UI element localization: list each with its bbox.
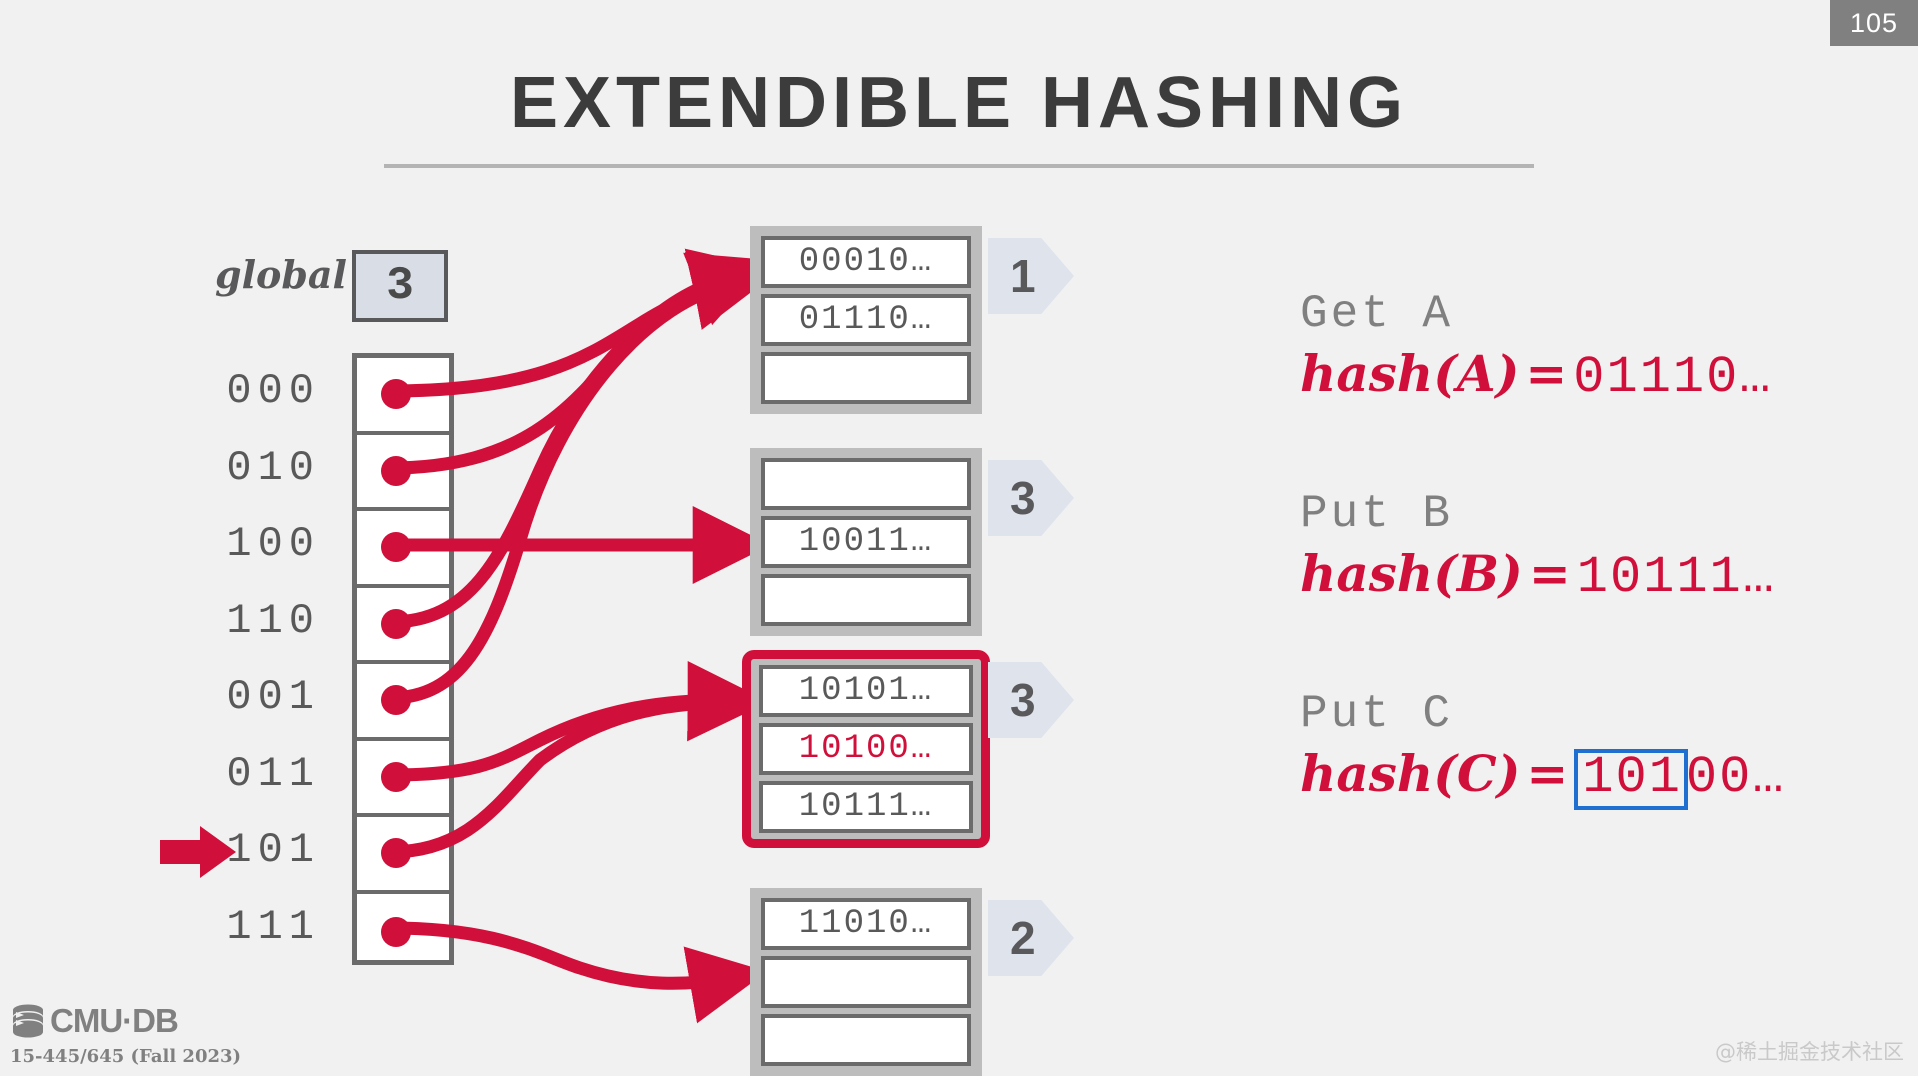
directory-pointer-dot [381, 608, 411, 639]
local-depth-badge: 3 [988, 460, 1074, 536]
bucket-slot[interactable] [761, 956, 971, 1008]
directory-pointer-dot [381, 761, 411, 792]
operation-command: Put C [1300, 688, 1454, 740]
directory-key-111: 111 [226, 902, 320, 951]
bucket-slot[interactable]: 10011… [761, 516, 971, 568]
operation-command: Get A [1300, 288, 1454, 340]
directory-key-001: 001 [226, 673, 320, 721]
global-depth-value: 3 [352, 250, 448, 322]
course-label: 15-445/645 (Fall 2023) [10, 1046, 242, 1067]
bucket-slot[interactable]: 11010… [761, 898, 971, 950]
hash-value: 10111… [1576, 548, 1776, 607]
equals-sign: = [1528, 544, 1571, 603]
directory-pointer-dot [381, 379, 411, 410]
global-depth-label: global [215, 252, 347, 297]
directory-key-101: 101 [226, 826, 320, 874]
directory-pointer-dot [381, 916, 411, 947]
equals-sign: = [1525, 344, 1568, 403]
directory-slot[interactable] [357, 511, 449, 588]
bucket[interactable]: 10101… 10100… 10111… [742, 650, 990, 848]
bucket-slot[interactable]: 01110… [761, 294, 971, 346]
operation-command: Put B [1300, 488, 1454, 540]
directory-slot[interactable] [357, 588, 449, 664]
directory-table[interactable] [352, 353, 454, 965]
directory-slot[interactable] [357, 894, 449, 971]
directory-key-011: 011 [226, 749, 320, 798]
title-divider [384, 164, 1534, 168]
directory-key-000: 000 [226, 367, 320, 415]
directory-pointer-dot [381, 685, 411, 716]
bucket-slot[interactable] [761, 352, 971, 404]
hash-expression: hash(B)=10111… [1300, 544, 1776, 607]
hash-value-rest: 00… [1685, 748, 1786, 807]
watermark: @稀土掘金技术社区 [1715, 1040, 1904, 1064]
hash-function-label: hash(A) [1300, 344, 1520, 403]
directory-slot[interactable] [357, 741, 449, 817]
hash-function-label: hash(B) [1300, 544, 1523, 603]
local-depth-badge: 2 [988, 900, 1074, 976]
directory-key-110: 110 [226, 596, 320, 645]
directory-key-100: 100 [226, 520, 320, 568]
directory-slot[interactable] [357, 435, 449, 511]
bucket-slot[interactable] [761, 458, 971, 510]
hash-expression: hash(C)=10100… [1300, 744, 1786, 811]
hash-expression: hash(A)=01110… [1300, 344, 1773, 407]
page-number-badge: 105 [1830, 0, 1918, 46]
directory-slot[interactable] [357, 358, 449, 435]
cmu-db-logo: CMU·DB [10, 1002, 179, 1040]
directory-key-010: 010 [226, 443, 320, 492]
equals-sign: = [1526, 744, 1569, 803]
bucket-slot[interactable]: 10101… [759, 665, 973, 717]
bucket-slot[interactable]: 10100… [759, 723, 973, 775]
local-depth-badge: 1 [988, 238, 1074, 314]
hash-function-label: hash(C) [1300, 744, 1521, 803]
bucket-slot[interactable]: 10111… [759, 781, 973, 833]
bucket-slot[interactable] [761, 574, 971, 626]
logo-text: CMU·DB [50, 1002, 179, 1039]
database-icon [13, 1004, 43, 1038]
directory-slot[interactable] [357, 817, 449, 894]
bucket-slot[interactable]: 00010… [761, 236, 971, 288]
hash-prefix-highlight: 101 [1574, 749, 1688, 811]
bucket-slot[interactable] [761, 1014, 971, 1066]
page-title: EXTENDIBLE HASHING [509, 63, 1409, 143]
directory-pointer-dot [381, 838, 411, 869]
directory-pointer-dot [381, 532, 411, 563]
local-depth-badge: 3 [988, 662, 1074, 738]
bucket[interactable]: 00010… 01110… [750, 226, 982, 414]
bucket[interactable]: 10011… [750, 448, 982, 636]
directory-pointer-dot [381, 455, 411, 486]
hash-value: 01110… [1573, 348, 1773, 407]
bucket[interactable]: 11010… [750, 888, 982, 1076]
directory-slot[interactable] [357, 664, 449, 741]
right-arrow-icon [160, 824, 236, 880]
